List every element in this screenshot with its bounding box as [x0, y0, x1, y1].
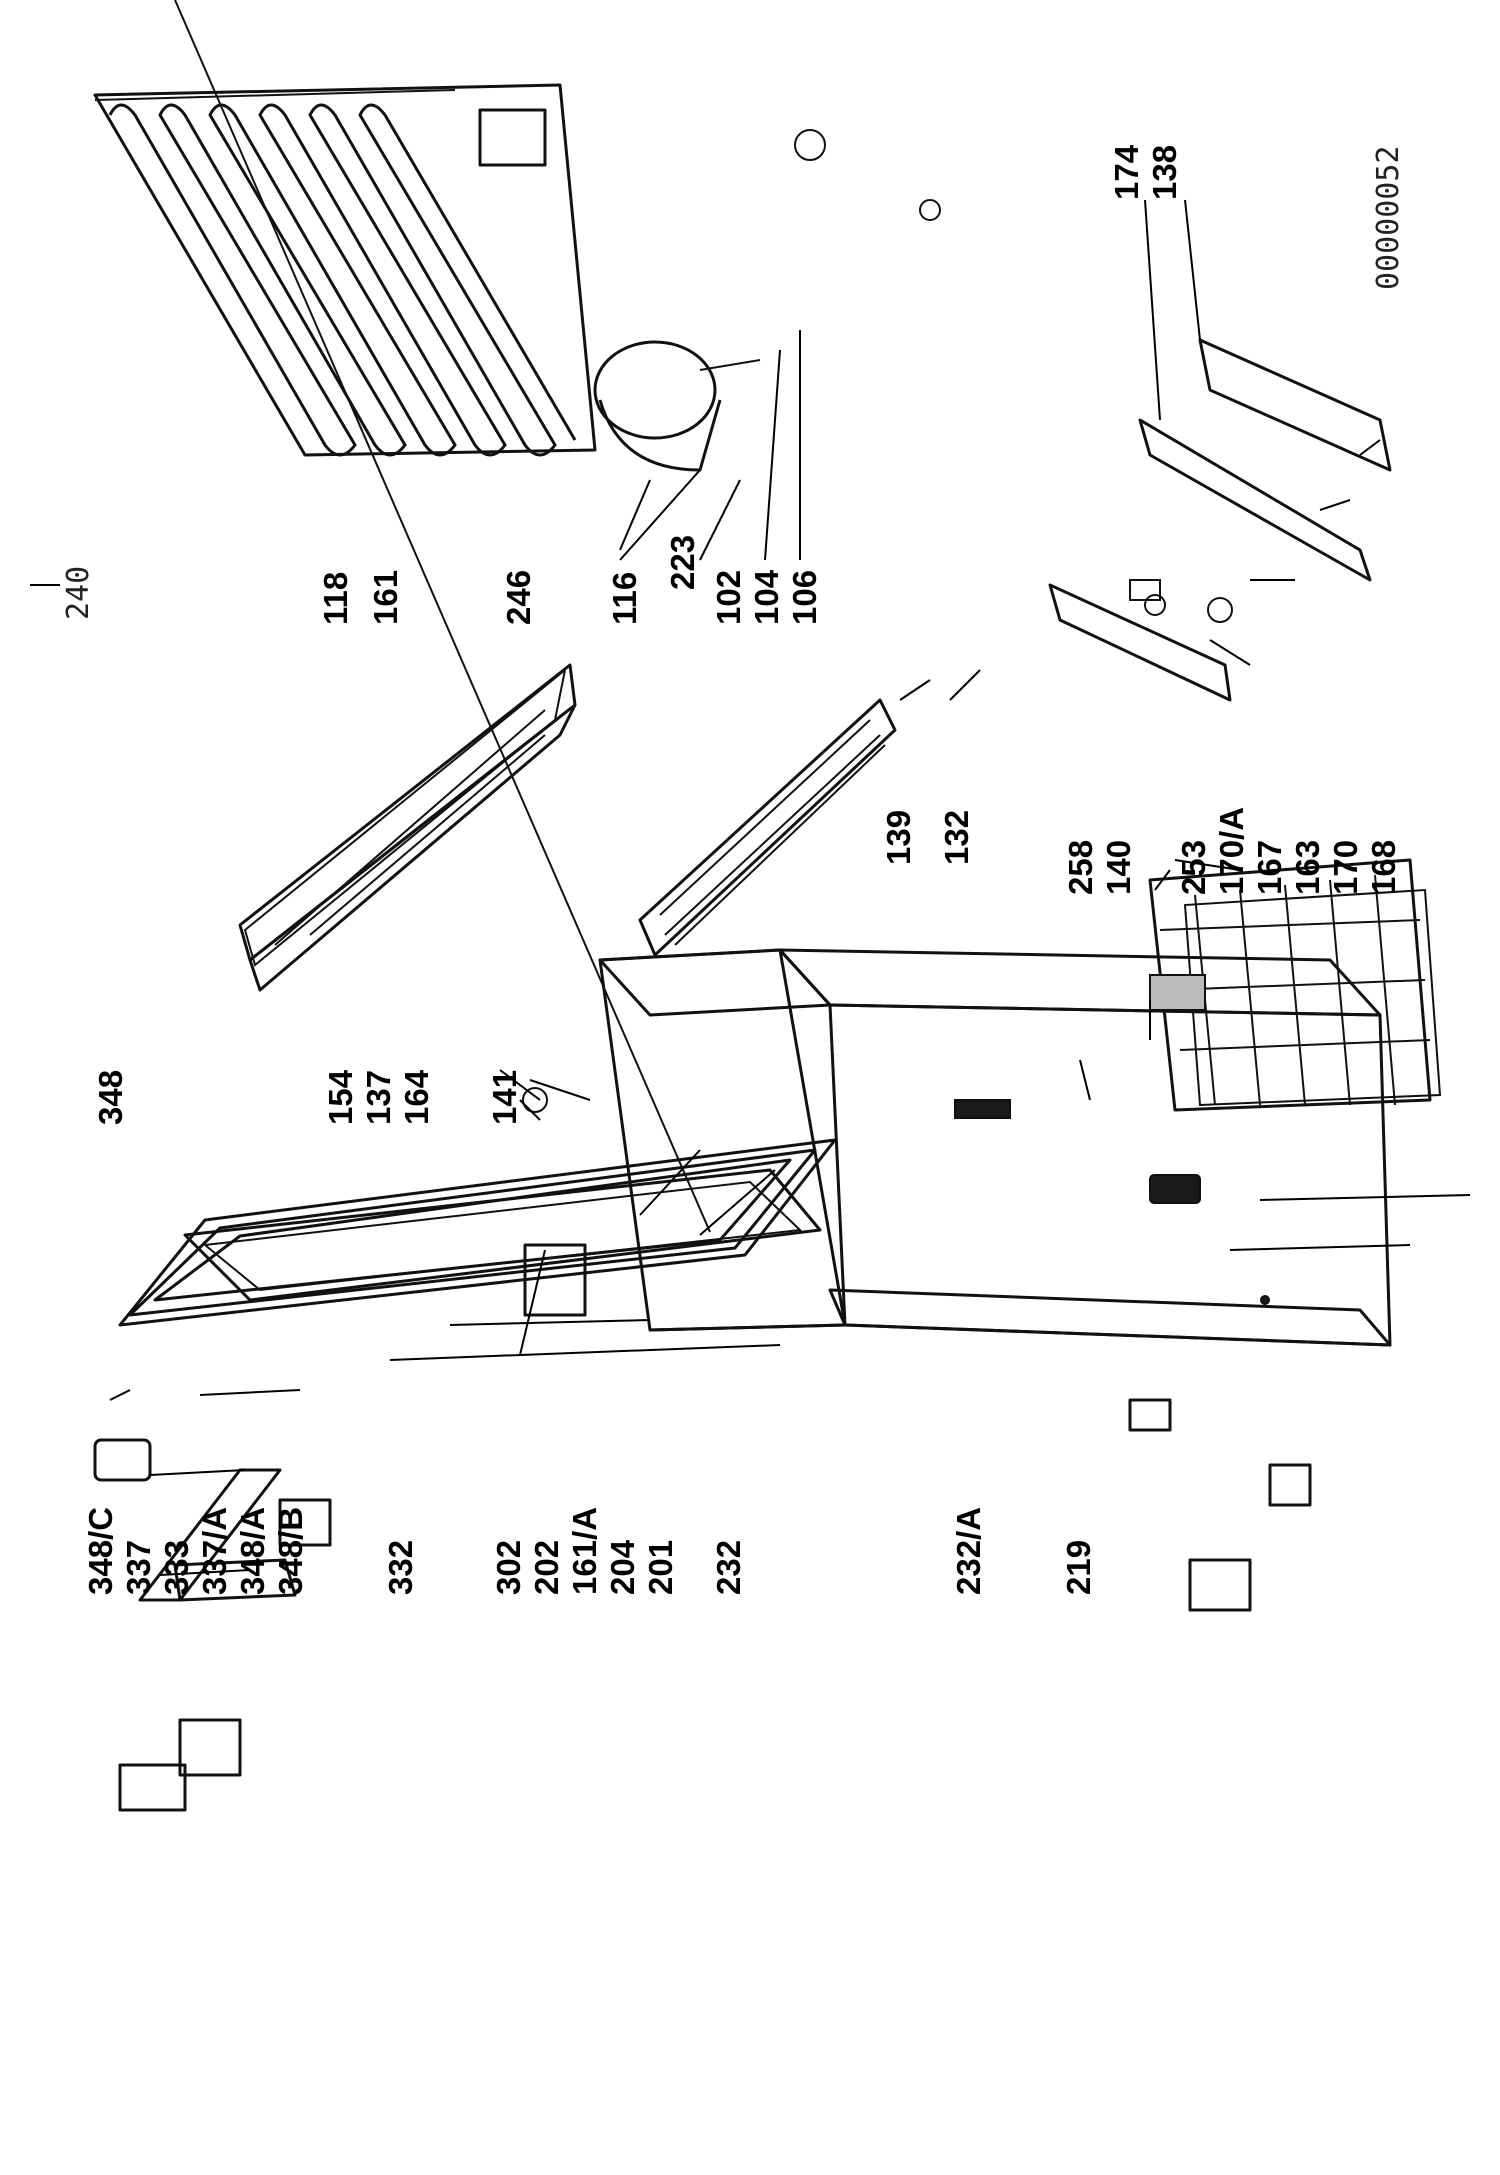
part-label: 167	[1251, 840, 1288, 895]
lid-frame-part	[183, 1168, 822, 1302]
part-labels: 348/C 337 333 337/A 348/A 348/B 332 302 …	[82, 144, 1402, 1595]
part-label: 161	[367, 570, 404, 625]
part-label: 140	[1100, 840, 1137, 895]
part-label: 348	[92, 1070, 129, 1125]
small-parts-group	[93, 108, 1312, 1812]
part-label: 106	[786, 570, 823, 625]
lid-part	[118, 0, 837, 1327]
part-label: 348/C	[82, 1507, 119, 1595]
part-label: 204	[604, 1539, 641, 1595]
control-panel-part	[1048, 338, 1392, 702]
part-label: 139	[880, 810, 917, 865]
evaporator-part	[238, 663, 577, 992]
part-label: 302	[490, 1540, 527, 1595]
part-label: 253	[1175, 840, 1212, 895]
cabinet-body-part	[598, 948, 1392, 1347]
part-label: 258	[1062, 840, 1099, 895]
part-label: 118	[317, 572, 354, 625]
leader-lines	[30, 199, 1471, 1576]
part-label: 102	[710, 570, 747, 625]
part-label: 337	[120, 1540, 157, 1595]
part-label: 337/A	[196, 1507, 233, 1595]
part-label: 116	[606, 572, 643, 625]
part-label: 232/A	[950, 1507, 987, 1595]
part-label: 154	[322, 1069, 359, 1125]
part-label: 161/A	[566, 1507, 603, 1595]
part-label: 348/A	[234, 1507, 271, 1595]
part-label: 163	[1289, 840, 1326, 895]
part-label: 201	[642, 1540, 679, 1595]
condenser-coil-part	[93, 83, 597, 457]
part-label: 138	[1146, 145, 1183, 200]
part-label: 170/A	[1213, 807, 1250, 895]
part-label: 232	[710, 1540, 747, 1595]
part-label: 168	[1365, 840, 1402, 895]
reference-number: 240	[61, 566, 96, 620]
part-label: 202	[528, 1540, 565, 1595]
part-label: 141	[486, 1070, 523, 1125]
document-code: 00000052	[1371, 146, 1406, 291]
part-label: 246	[500, 570, 537, 625]
storage-basket-part	[1148, 858, 1442, 1112]
part-label: 223	[664, 535, 701, 590]
part-label: 219	[1060, 1540, 1097, 1595]
part-label: 170	[1327, 840, 1364, 895]
part-label: 174	[1108, 144, 1145, 200]
part-label: 348/B	[272, 1507, 309, 1595]
part-label: 137	[360, 1070, 397, 1125]
part-label: 333	[158, 1540, 195, 1595]
part-label: 332	[382, 1540, 419, 1595]
handle-part	[138, 1468, 297, 1602]
part-label: 104	[748, 569, 785, 625]
ventilation-grille-part	[638, 698, 897, 957]
part-label: 132	[938, 810, 975, 865]
part-label: 164	[398, 1069, 435, 1125]
compressor-part	[593, 340, 761, 472]
